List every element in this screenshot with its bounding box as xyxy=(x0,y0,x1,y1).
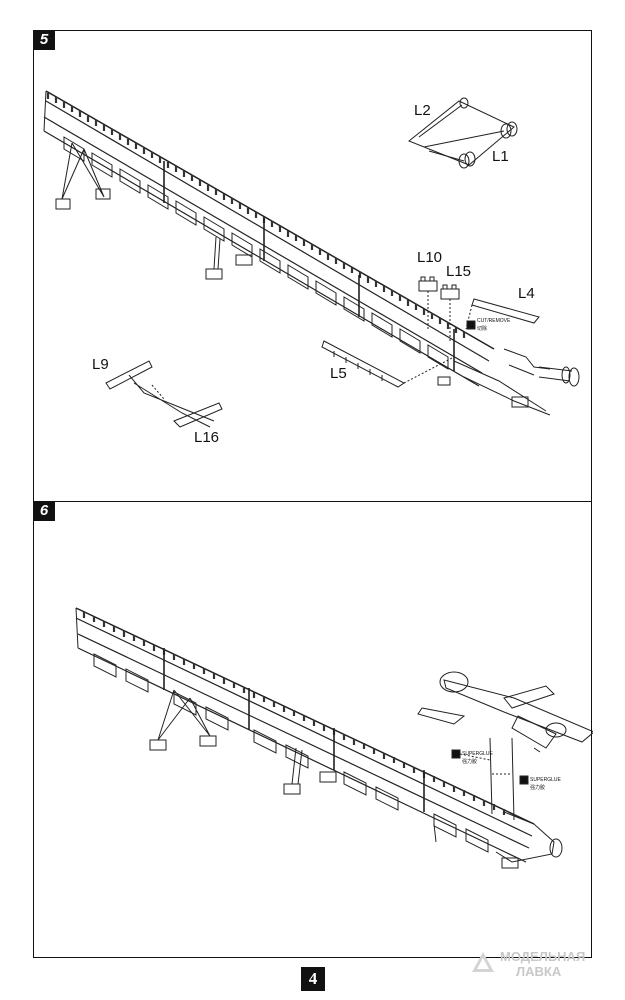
rail-end-bracket xyxy=(437,348,551,416)
glue-note-cn-2: 强力胶 xyxy=(530,785,546,791)
step-6-illustration xyxy=(75,607,593,869)
watermark-logo-icon xyxy=(472,952,494,972)
part-l5-strip xyxy=(321,340,455,388)
v1-flying-bomb xyxy=(417,671,593,753)
front-support-frame xyxy=(149,689,217,751)
cut-note-cn: 切除 xyxy=(477,326,488,332)
step-5-illustration xyxy=(43,90,580,428)
label-l2: L2 xyxy=(414,102,431,119)
label-l4: L4 xyxy=(518,285,535,302)
page-number: 4 xyxy=(301,967,325,991)
glue-note-cn: 强力胶 xyxy=(462,759,478,765)
cut-note-en: CUT/REMOVE xyxy=(477,318,511,324)
front-support-frame xyxy=(55,142,111,210)
step-5-number: 5 xyxy=(33,30,55,50)
glue-note-en: SUPERGLUE xyxy=(462,751,493,757)
label-l5: L5 xyxy=(330,365,347,382)
superglue-icon xyxy=(451,749,461,759)
cut-remove-icon xyxy=(466,320,476,330)
glue-guide-lines xyxy=(459,737,515,821)
subassembly-l1-l2 xyxy=(408,97,518,169)
label-l10: L10 xyxy=(417,249,443,266)
subassembly-l9-l16 xyxy=(105,360,223,428)
label-l16: L16 xyxy=(194,429,220,446)
launch-rail-ramp xyxy=(75,607,535,863)
middle-support-leg xyxy=(205,236,253,280)
label-l15: L15 xyxy=(446,263,472,280)
step-6-panel: 6 xyxy=(33,501,593,958)
watermark: МОДЕЛЬНАЯ ЛАВКА xyxy=(470,948,620,988)
parts-l10-l15 xyxy=(418,276,460,343)
step-5-panel: 5 xyxy=(33,30,592,502)
middle-support-leg xyxy=(283,747,337,795)
label-l1: L1 xyxy=(492,148,509,165)
launch-rail-ramp xyxy=(43,90,495,387)
watermark-line-2: ЛАВКА xyxy=(516,964,562,979)
launch-piston xyxy=(538,366,580,387)
glue-note-en-2: SUPERGLUE xyxy=(530,777,561,783)
rail-end-bracket xyxy=(433,811,563,869)
label-l9: L9 xyxy=(92,356,109,373)
watermark-line-1: МОДЕЛЬНАЯ xyxy=(500,949,586,964)
superglue-icon xyxy=(519,775,529,785)
step-6-number: 6 xyxy=(33,501,55,521)
